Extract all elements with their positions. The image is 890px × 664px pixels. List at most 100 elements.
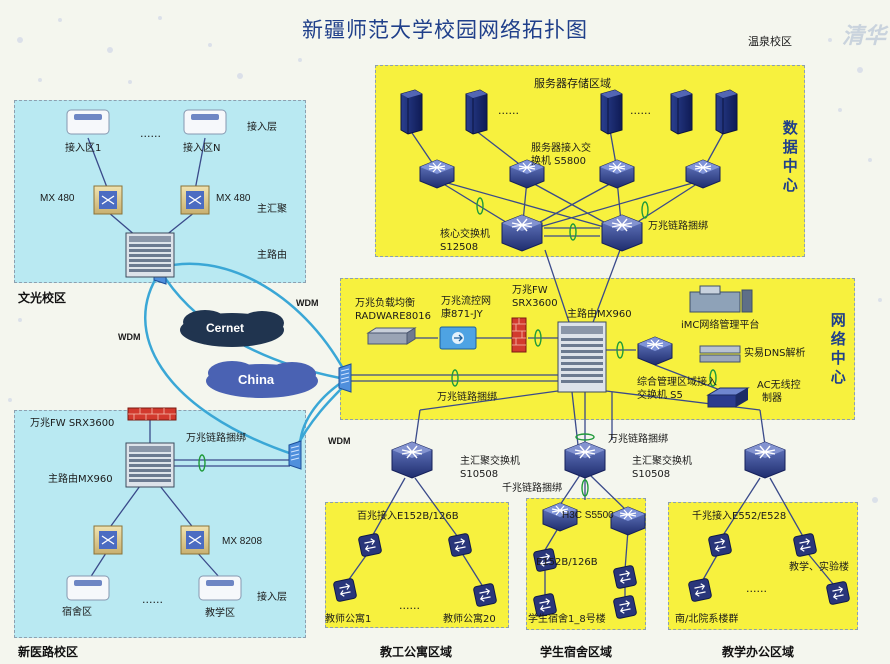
xinyilu-campus-label: 新医路校区 <box>18 645 79 659</box>
teaching-access-icon-1 <box>707 532 733 558</box>
flow-label-2: 康871-JY <box>441 309 483 320</box>
server-icon-3 <box>600 89 623 135</box>
server-icon-4 <box>670 89 693 135</box>
agg-switch-icon-right <box>744 441 786 479</box>
server-storage-label: 服务器存储区域 <box>534 77 611 90</box>
student-dorm-label: 学生宿舍1_8号楼 <box>528 614 606 625</box>
gig-bundle-label: 千兆链路捆绑 <box>502 483 562 494</box>
mx480-left-label: MX 480 <box>40 193 75 204</box>
wenguang-router-icon <box>125 232 175 278</box>
xinyilu-fw-label: 万兆FW SRX3600 <box>30 418 115 429</box>
agg-right-label-1: 主汇聚交换机 <box>632 456 692 467</box>
mgmt-label-1: 综合管理区域接入 <box>637 377 717 388</box>
core-label-1: 核心交换机 <box>440 229 490 240</box>
teaching-dots: ...... <box>746 582 767 595</box>
north-south-label: 南/北院系楼群 <box>675 614 739 625</box>
agg-switch-icon-left <box>391 441 433 479</box>
core-switch-icon-2 <box>601 214 643 252</box>
wenguang-access-layer-label: 接入层 <box>247 122 277 133</box>
china-cloud-icon <box>206 361 318 398</box>
data-center-vertical-label: 数据中心 <box>780 120 799 196</box>
teaching-lab-icon <box>825 580 851 606</box>
imc-label: iMC网络管理平台 <box>681 320 760 331</box>
imc-platform-icon <box>689 285 753 313</box>
cernet-cloud-icon <box>180 310 284 347</box>
access-area-1-label: 接入区1 <box>65 143 102 154</box>
server-icon-2 <box>465 89 488 135</box>
core-label-2: S12508 <box>440 242 479 253</box>
ac-controller-icon <box>706 387 750 408</box>
faculty-apt20-label: 教师公寓20 <box>443 614 496 625</box>
mx480-icon-right <box>180 185 210 215</box>
faculty-dots: ...... <box>399 599 420 612</box>
agg-left-label-1: 主汇聚交换机 <box>460 456 520 467</box>
faculty-apt1-icon <box>332 577 358 603</box>
faculty-access-icon-2 <box>447 532 473 558</box>
dorm-area-icon <box>66 575 110 601</box>
mx8208-label: MX 8208 <box>222 536 263 547</box>
wenguang-main-agg-label: 主汇聚 <box>257 204 287 215</box>
mgmt-access-switch-icon <box>637 336 673 366</box>
agg-switch-icon-center <box>564 441 606 479</box>
dorm-switch-label: E152B/126B <box>536 557 598 568</box>
core-switch-icon-1 <box>501 214 543 252</box>
xinyilu-router-icon <box>125 442 175 488</box>
dorm-building-icon-3 <box>612 594 638 620</box>
lb-label-1: 万兆负载均衡 <box>355 298 415 309</box>
fw-label-1: 万兆FW <box>512 285 548 296</box>
campus-wenquan-label: 温泉校区 <box>748 35 792 48</box>
zone-faculty-label: 教工公寓区域 <box>380 645 453 659</box>
mgmt-label-2: 交换机 S5 <box>637 390 683 401</box>
agg-bundle-label: 万兆链路捆绑 <box>608 434 668 445</box>
dns-label: 实易DNS解析 <box>744 348 806 359</box>
mx8208-icon-right <box>180 525 210 555</box>
access-area-n-label: 接入区N <box>183 143 221 154</box>
core-bundle-label: 万兆链路捆绑 <box>648 221 708 232</box>
lb-label-2: RADWARE8016 <box>355 311 431 322</box>
watermark-logo: 清华 <box>841 23 886 48</box>
h3c-label: H3C S5500 <box>562 510 614 521</box>
ac-label-1: AC无线控 <box>757 380 801 391</box>
teaching-office-zone <box>668 502 858 630</box>
server-dots-2: ...... <box>630 104 651 117</box>
zone-teaching-label: 教学办公区域 <box>722 645 795 659</box>
faculty-apt20-icon <box>472 582 498 608</box>
wdm-label-left: WDM <box>118 332 141 342</box>
faculty-apartment-zone <box>325 502 509 628</box>
wenguang-campus-label: 文光校区 <box>18 291 67 305</box>
server-access-switch-icon-3 <box>599 159 635 189</box>
load-balancer-icon <box>366 327 417 345</box>
cernet-label: Cernet <box>206 321 245 335</box>
xinyilu-access-layer-label: 接入层 <box>257 592 287 603</box>
access-area-1-icon <box>66 109 110 135</box>
teaching-access-label: 千兆接入E552/E528 <box>692 511 787 522</box>
dorm-building-icon-2 <box>612 564 638 590</box>
page-title: 新疆师范大学校园网络拓扑图 <box>302 18 588 42</box>
main-router-mx960-icon <box>557 321 607 393</box>
faculty-access-icon-1 <box>357 532 383 558</box>
wdm-device-icon-xinyilu <box>288 440 302 470</box>
mx480-icon-left <box>93 185 123 215</box>
wenguang-main-router-label: 主路由 <box>257 250 287 261</box>
wdm-device-icon-network <box>338 363 352 393</box>
ac-label-2: 制器 <box>762 393 782 404</box>
xinyilu-router-label: 主路由MX960 <box>48 474 113 485</box>
server-access-label-1: 服务器接入交 <box>531 143 591 154</box>
server-access-label-2: 换机 S5800 <box>531 156 586 167</box>
dorm-area-label: 宿舍区 <box>62 607 92 618</box>
network-center-vertical-label: 网络中心 <box>828 312 847 388</box>
wdm-label-top: WDM <box>296 298 319 308</box>
server-icon-1 <box>400 89 423 135</box>
h3c-switch-icon-right <box>610 506 646 536</box>
fw-label-2: SRX3600 <box>512 298 558 309</box>
mx480-right-label: MX 480 <box>216 193 251 204</box>
zone-dorm-label: 学生宿舍区域 <box>540 645 613 659</box>
xinyilu-firewall-icon <box>127 407 177 421</box>
wenguang-dots: ...... <box>140 127 161 140</box>
china-label: China <box>238 372 275 387</box>
xinyilu-dots: ...... <box>142 593 163 606</box>
teaching-area-icon <box>198 575 242 601</box>
teaching-access-icon-2 <box>792 532 818 558</box>
dns-server-icon <box>699 345 741 363</box>
